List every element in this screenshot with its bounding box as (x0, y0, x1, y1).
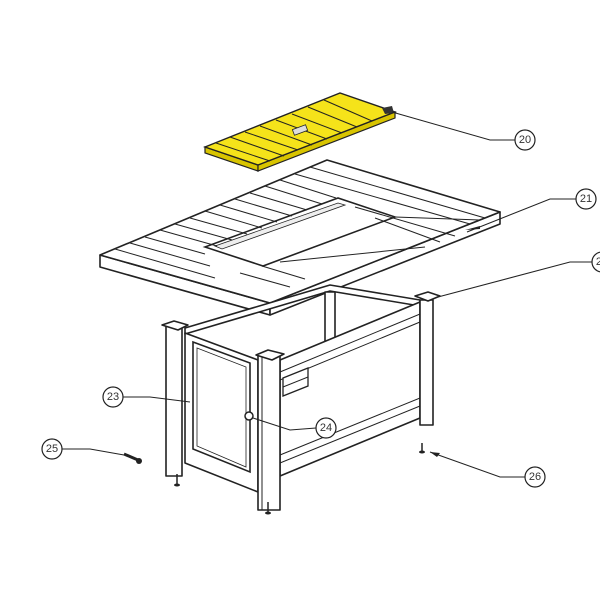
callout-25: 25 (41, 438, 63, 460)
svg-text:21: 21 (580, 193, 592, 205)
callout-23: 23 (102, 386, 124, 408)
svg-text:24: 24 (320, 422, 332, 434)
svg-text:20: 20 (519, 134, 531, 146)
base-cabinet (123, 284, 441, 515)
table-top-part (99, 159, 501, 316)
svg-text:23: 23 (107, 391, 119, 403)
lid-part (202, 92, 398, 172)
callout-22: 22 (591, 251, 600, 273)
svg-text:25: 25 (46, 443, 58, 455)
hinge-screw-icon (123, 452, 142, 464)
feet (174, 443, 425, 515)
svg-text:26: 26 (529, 471, 541, 483)
callout-21: 21 (575, 188, 597, 210)
leader-lines (62, 111, 592, 478)
svg-text:22: 22 (596, 256, 600, 268)
callout-20: 20 (514, 129, 536, 151)
callout-24: 24 (315, 417, 337, 439)
door-knob-icon (244, 411, 254, 421)
callout-26: 26 (524, 466, 546, 488)
